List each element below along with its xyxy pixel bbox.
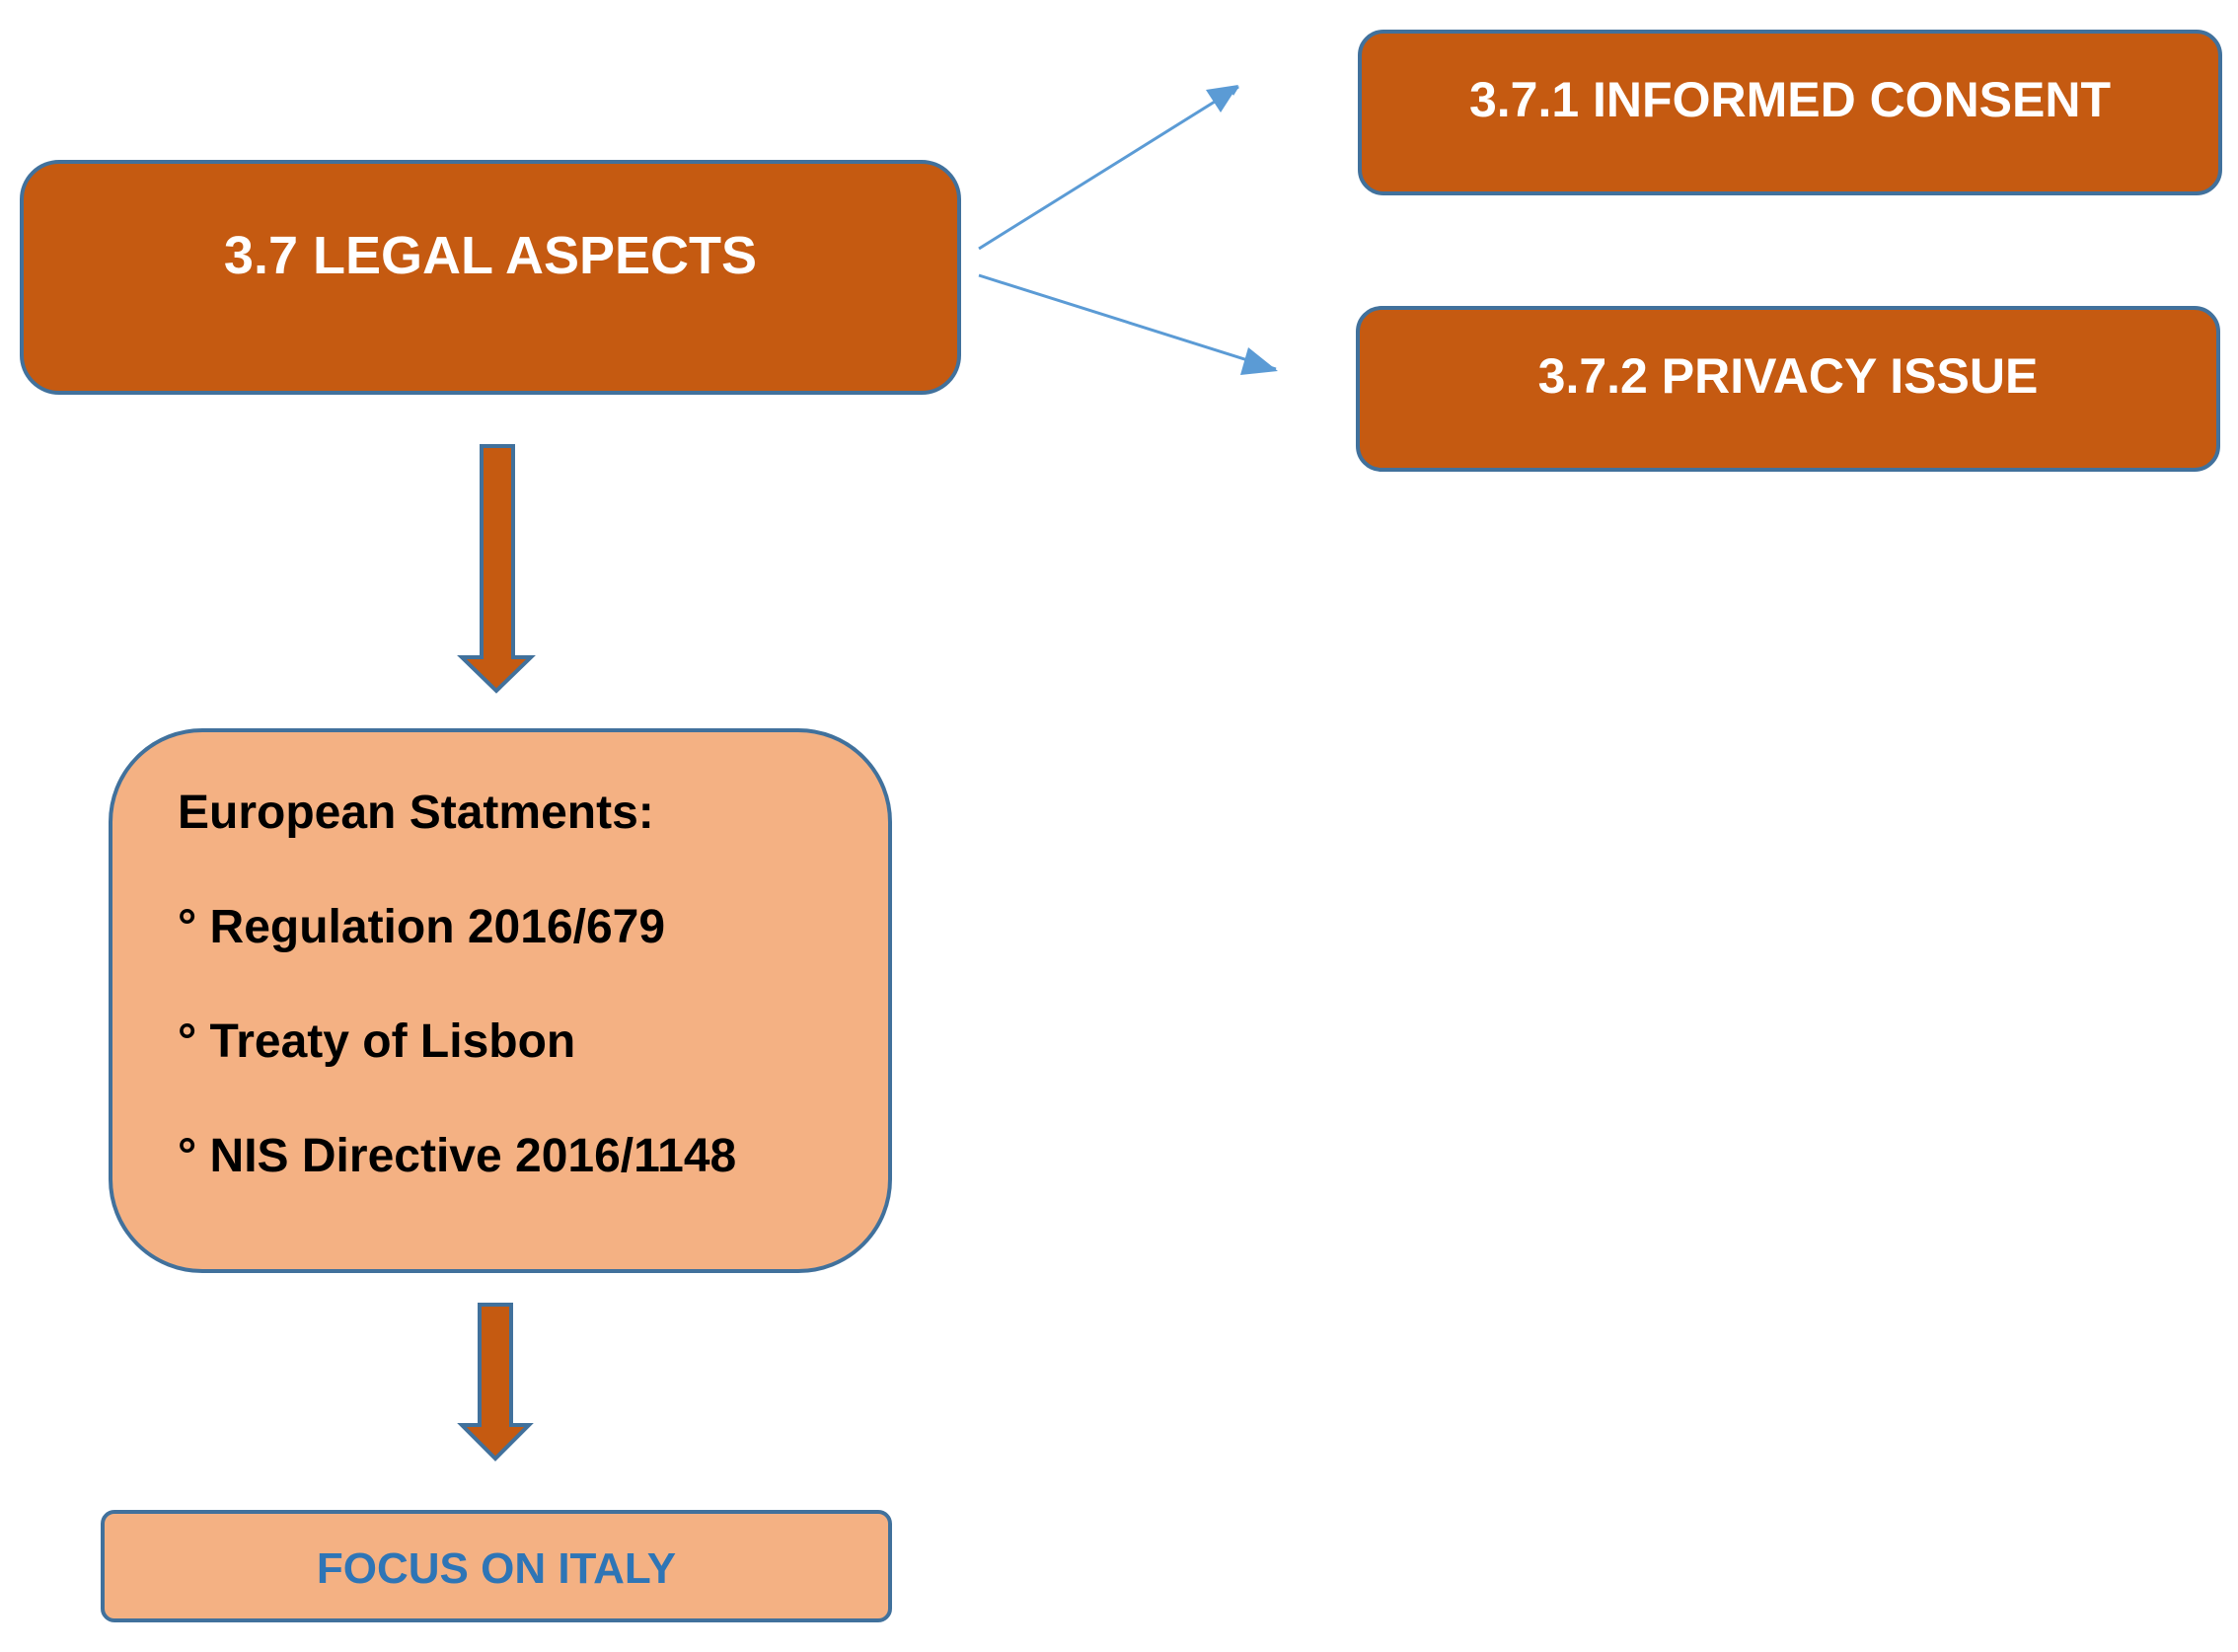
arrow-head-informed-consent [1206,85,1238,113]
focus-on-italy-label: FOCUS ON ITALY [316,1544,677,1593]
informed-consent-box: 3.7.1 INFORMED CONSENT [1358,30,2222,195]
arrow-to-informed-consent [978,85,1239,251]
european-statement-item: ° Regulation 2016/679 [178,901,666,953]
arrow-head-privacy-issue [1240,347,1278,375]
block-arrow-down-1 [457,444,536,694]
arrow-to-privacy-issue [978,273,1277,371]
privacy-issue-box: 3.7.2 PRIVACY ISSUE [1356,306,2220,472]
legal-aspects-box: 3.7 LEGAL ASPECTS [20,160,961,395]
informed-consent-label: 3.7.1 INFORMED CONSENT [1468,72,2112,127]
european-statement-item: ° Treaty of Lisbon [178,1015,576,1068]
legal-aspects-label: 3.7 LEGAL ASPECTS [223,226,758,285]
privacy-issue-label: 3.7.2 PRIVACY ISSUE [1537,348,2039,404]
european-statements-heading: European Statments: [178,787,654,839]
european-statements-box: European Statments: ° Regulation 2016/67… [109,728,892,1273]
focus-on-italy-box: FOCUS ON ITALY [101,1510,892,1622]
block-arrow-down-2 [457,1303,534,1462]
european-statement-item: ° NIS Directive 2016/1148 [178,1130,737,1182]
